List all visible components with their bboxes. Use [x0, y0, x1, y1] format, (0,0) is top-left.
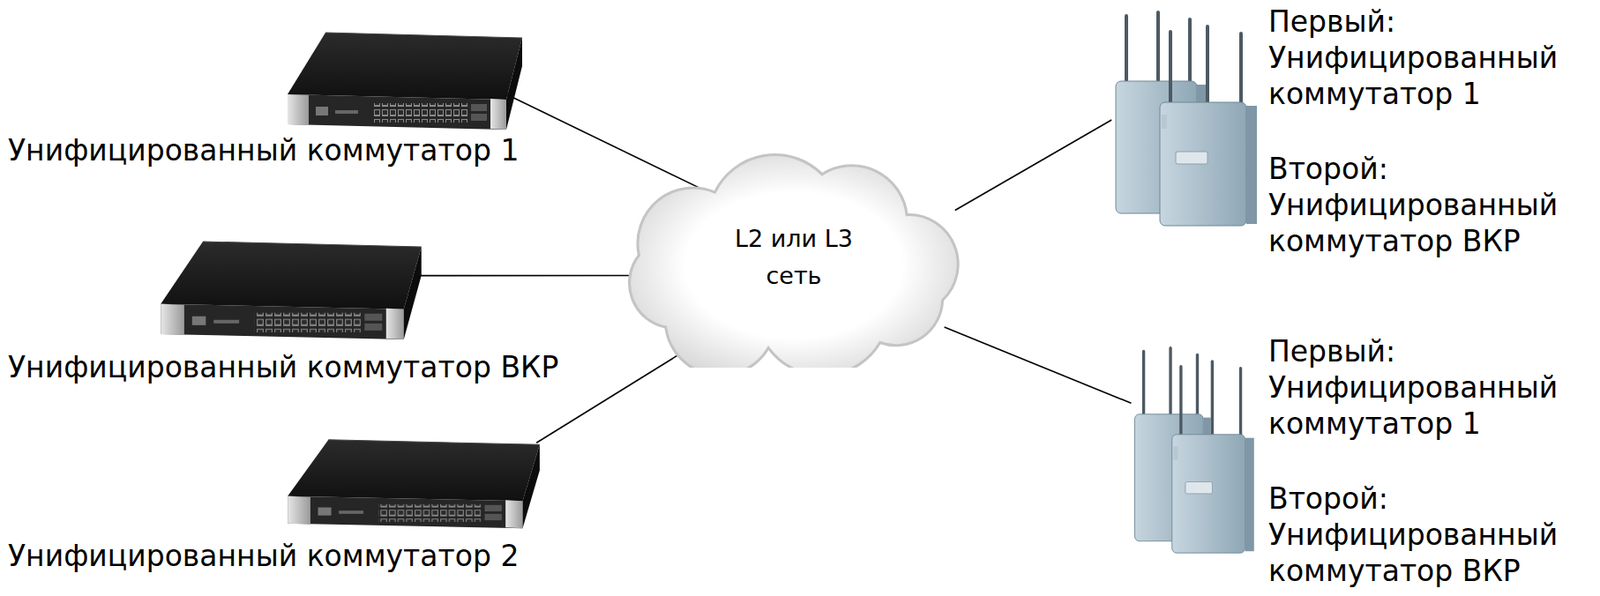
network-link [420, 275, 630, 277]
network-link [944, 327, 1132, 404]
text-column: Унифицированный коммутатор 1 [7, 133, 519, 169]
role-label: Первый: [1268, 3, 1597, 40]
text-column: Первый:Унифицированный коммутатор 1 Второ… [1268, 3, 1597, 260]
network-link [955, 119, 1112, 211]
switch-node: Унифицированный коммутатор 1 [7, 30, 524, 169]
text-column: Унифицированный коммутатор ВКР [7, 350, 559, 386]
role-label: Второй: [1268, 480, 1597, 517]
text-column: L2 или L3 сеть [714, 220, 874, 295]
access-point-illustration [1106, 10, 1262, 230]
text-column: Первый:Унифицированный коммутатор 1 Второ… [1268, 333, 1597, 590]
access-point-pair: Первый:Унифицированный коммутатор 1 Второ… [1127, 333, 1597, 590]
network-label: L2 или L3 сеть [714, 220, 874, 295]
controller-label: Унифицированный коммутатор ВКР [1268, 516, 1597, 590]
access-point-illustration [1127, 346, 1258, 557]
cloud-shape [612, 142, 970, 368]
network-cloud: L2 или L3 сеть [612, 142, 970, 368]
switch-illustration [285, 30, 524, 133]
role-label: Первый: [1268, 333, 1597, 370]
switch-node: Унифицированный коммутатор 2 [7, 438, 542, 575]
role-label: Второй: [1268, 150, 1597, 187]
controller-label: Унифицированный коммутатор ВКР [1268, 186, 1597, 260]
network-link [490, 86, 709, 193]
switch-node: Унифицированный коммутатор ВКР [7, 239, 560, 386]
controller-label: Унифицированный коммутатор 1 [1268, 39, 1597, 113]
switch-illustration [285, 438, 542, 531]
text-column: Унифицированный коммутатор 2 [7, 538, 519, 575]
controller-label: Унифицированный коммутатор 1 [1268, 369, 1597, 442]
device-label: Унифицированный коммутатор ВКР [7, 350, 559, 386]
device-label: Унифицированный коммутатор 2 [7, 538, 519, 575]
device-label: Унифицированный коммутатор 1 [7, 133, 519, 169]
switch-illustration [158, 239, 424, 343]
access-point-pair: Первый:Унифицированный коммутатор 1 Второ… [1106, 3, 1597, 260]
